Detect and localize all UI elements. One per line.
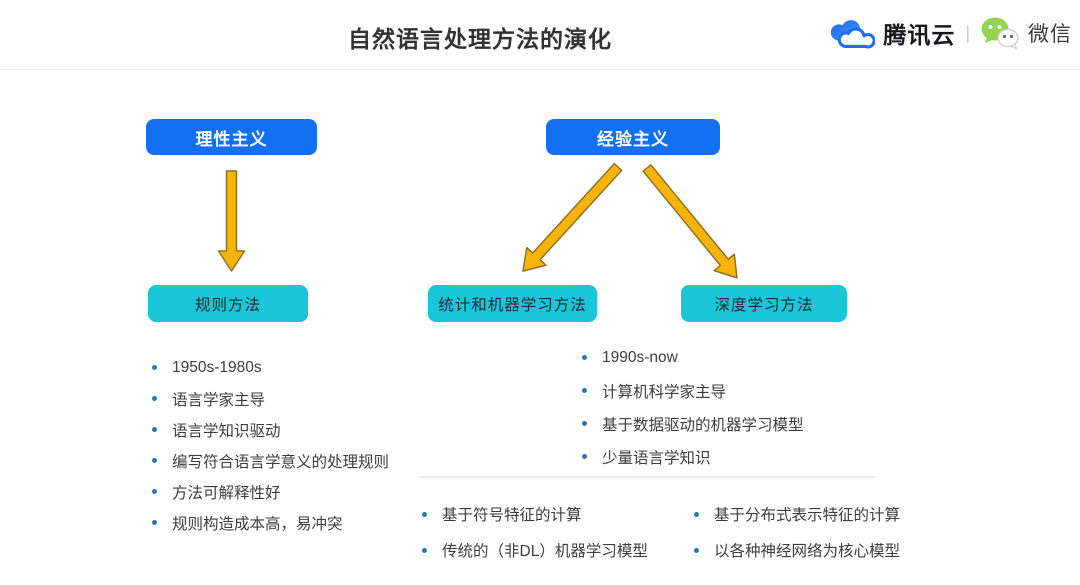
bullet-icon	[152, 458, 157, 463]
rule-method-list: 1950s-1980s 语言学家主导 语言学知识驱动 编写符合语言学意义的处理规…	[152, 352, 389, 538]
list-item-text: 以各种神经网络为核心模型	[714, 543, 901, 560]
bullet-icon	[582, 355, 587, 360]
bullet-icon	[694, 547, 699, 553]
list-item: 基于符号特征的计算	[422, 496, 648, 532]
bullet-icon	[152, 365, 157, 370]
statistical-ml-list: 基于符号特征的计算 传统的（非DL）机器学习模型	[422, 496, 648, 568]
list-item: 规则构造成本高，易冲突	[152, 507, 389, 538]
list-item-text: 基于分布式表示特征的计算	[714, 507, 901, 524]
list-item-text: 方法可解释性好	[172, 484, 281, 502]
wechat-label: 微信	[1028, 23, 1072, 46]
list-item-text: 基于数据驱动的机器学习模型	[602, 416, 804, 434]
bullet-icon	[152, 396, 157, 401]
list-item: 方法可解释性好	[152, 476, 389, 507]
bullet-icon	[582, 454, 587, 459]
list-item: 1990s-now	[582, 341, 804, 374]
section-divider	[418, 476, 875, 478]
bullet-icon	[152, 489, 157, 494]
list-item-text: 编写符合语言学意义的处理规则	[172, 453, 390, 471]
list-item: 以各种神经网络为核心模型	[694, 532, 900, 568]
brand-separator: |	[965, 22, 970, 43]
list-item: 编写符合语言学意义的处理规则	[152, 445, 389, 476]
list-item-text: 计算机科学家主导	[602, 383, 727, 401]
bullet-icon	[582, 388, 587, 393]
node-rule-method: 规则方法	[148, 285, 308, 322]
arrow-empiricism-to-statistical	[522, 162, 623, 272]
tencent-cloud-icon	[825, 14, 876, 52]
list-item: 少量语言学知识	[582, 440, 804, 473]
list-item-text: 1990s-now	[602, 348, 678, 366]
deep-learning-list: 基于分布式表示特征的计算 以各种神经网络为核心模型	[694, 496, 900, 568]
list-item-text: 少量语言学知识	[602, 449, 711, 467]
list-item: 计算机科学家主导	[582, 374, 804, 407]
list-item-text: 规则构造成本高，易冲突	[172, 515, 343, 533]
list-item-text: 基于符号特征的计算	[442, 507, 582, 524]
list-item-text: 1950s-1980s	[172, 358, 262, 376]
bullet-icon	[422, 511, 427, 517]
bullet-icon	[152, 520, 157, 525]
list-item: 传统的（非DL）机器学习模型	[422, 532, 648, 568]
page-title: 自然语言处理方法的演化	[348, 26, 612, 52]
header-bar: 自然语言处理方法的演化 腾讯云 |	[0, 0, 1080, 70]
bullet-icon	[582, 421, 587, 426]
node-empiricism: 经验主义	[546, 119, 720, 155]
wechat-icon	[980, 15, 1020, 51]
node-deep-learning-method: 深度学习方法	[681, 285, 847, 322]
list-item-text: 语言学家主导	[172, 391, 266, 409]
bullet-icon	[152, 427, 157, 432]
list-item-text: 传统的（非DL）机器学习模型	[442, 543, 648, 560]
list-item-text: 语言学知识驱动	[172, 422, 281, 440]
arrow-rationalism-to-rule	[217, 170, 246, 272]
list-item: 语言学家主导	[152, 383, 389, 414]
node-rationalism: 理性主义	[146, 119, 317, 155]
bullet-icon	[694, 511, 699, 517]
bullet-icon	[422, 547, 427, 553]
arrow-empiricism-to-deep	[642, 164, 738, 279]
node-statistical-ml-method: 统计和机器学习方法	[428, 285, 597, 322]
tencent-cloud-label: 腾讯云	[883, 22, 956, 48]
list-item: 基于数据驱动的机器学习模型	[582, 407, 804, 440]
brand-logos: 腾讯云 | 微信	[825, 10, 1072, 56]
list-item: 语言学知识驱动	[152, 414, 389, 445]
empiricism-list: 1990s-now 计算机科学家主导 基于数据驱动的机器学习模型 少量语言学知识	[582, 341, 804, 473]
list-item: 基于分布式表示特征的计算	[694, 496, 900, 532]
list-item: 1950s-1980s	[152, 352, 389, 383]
